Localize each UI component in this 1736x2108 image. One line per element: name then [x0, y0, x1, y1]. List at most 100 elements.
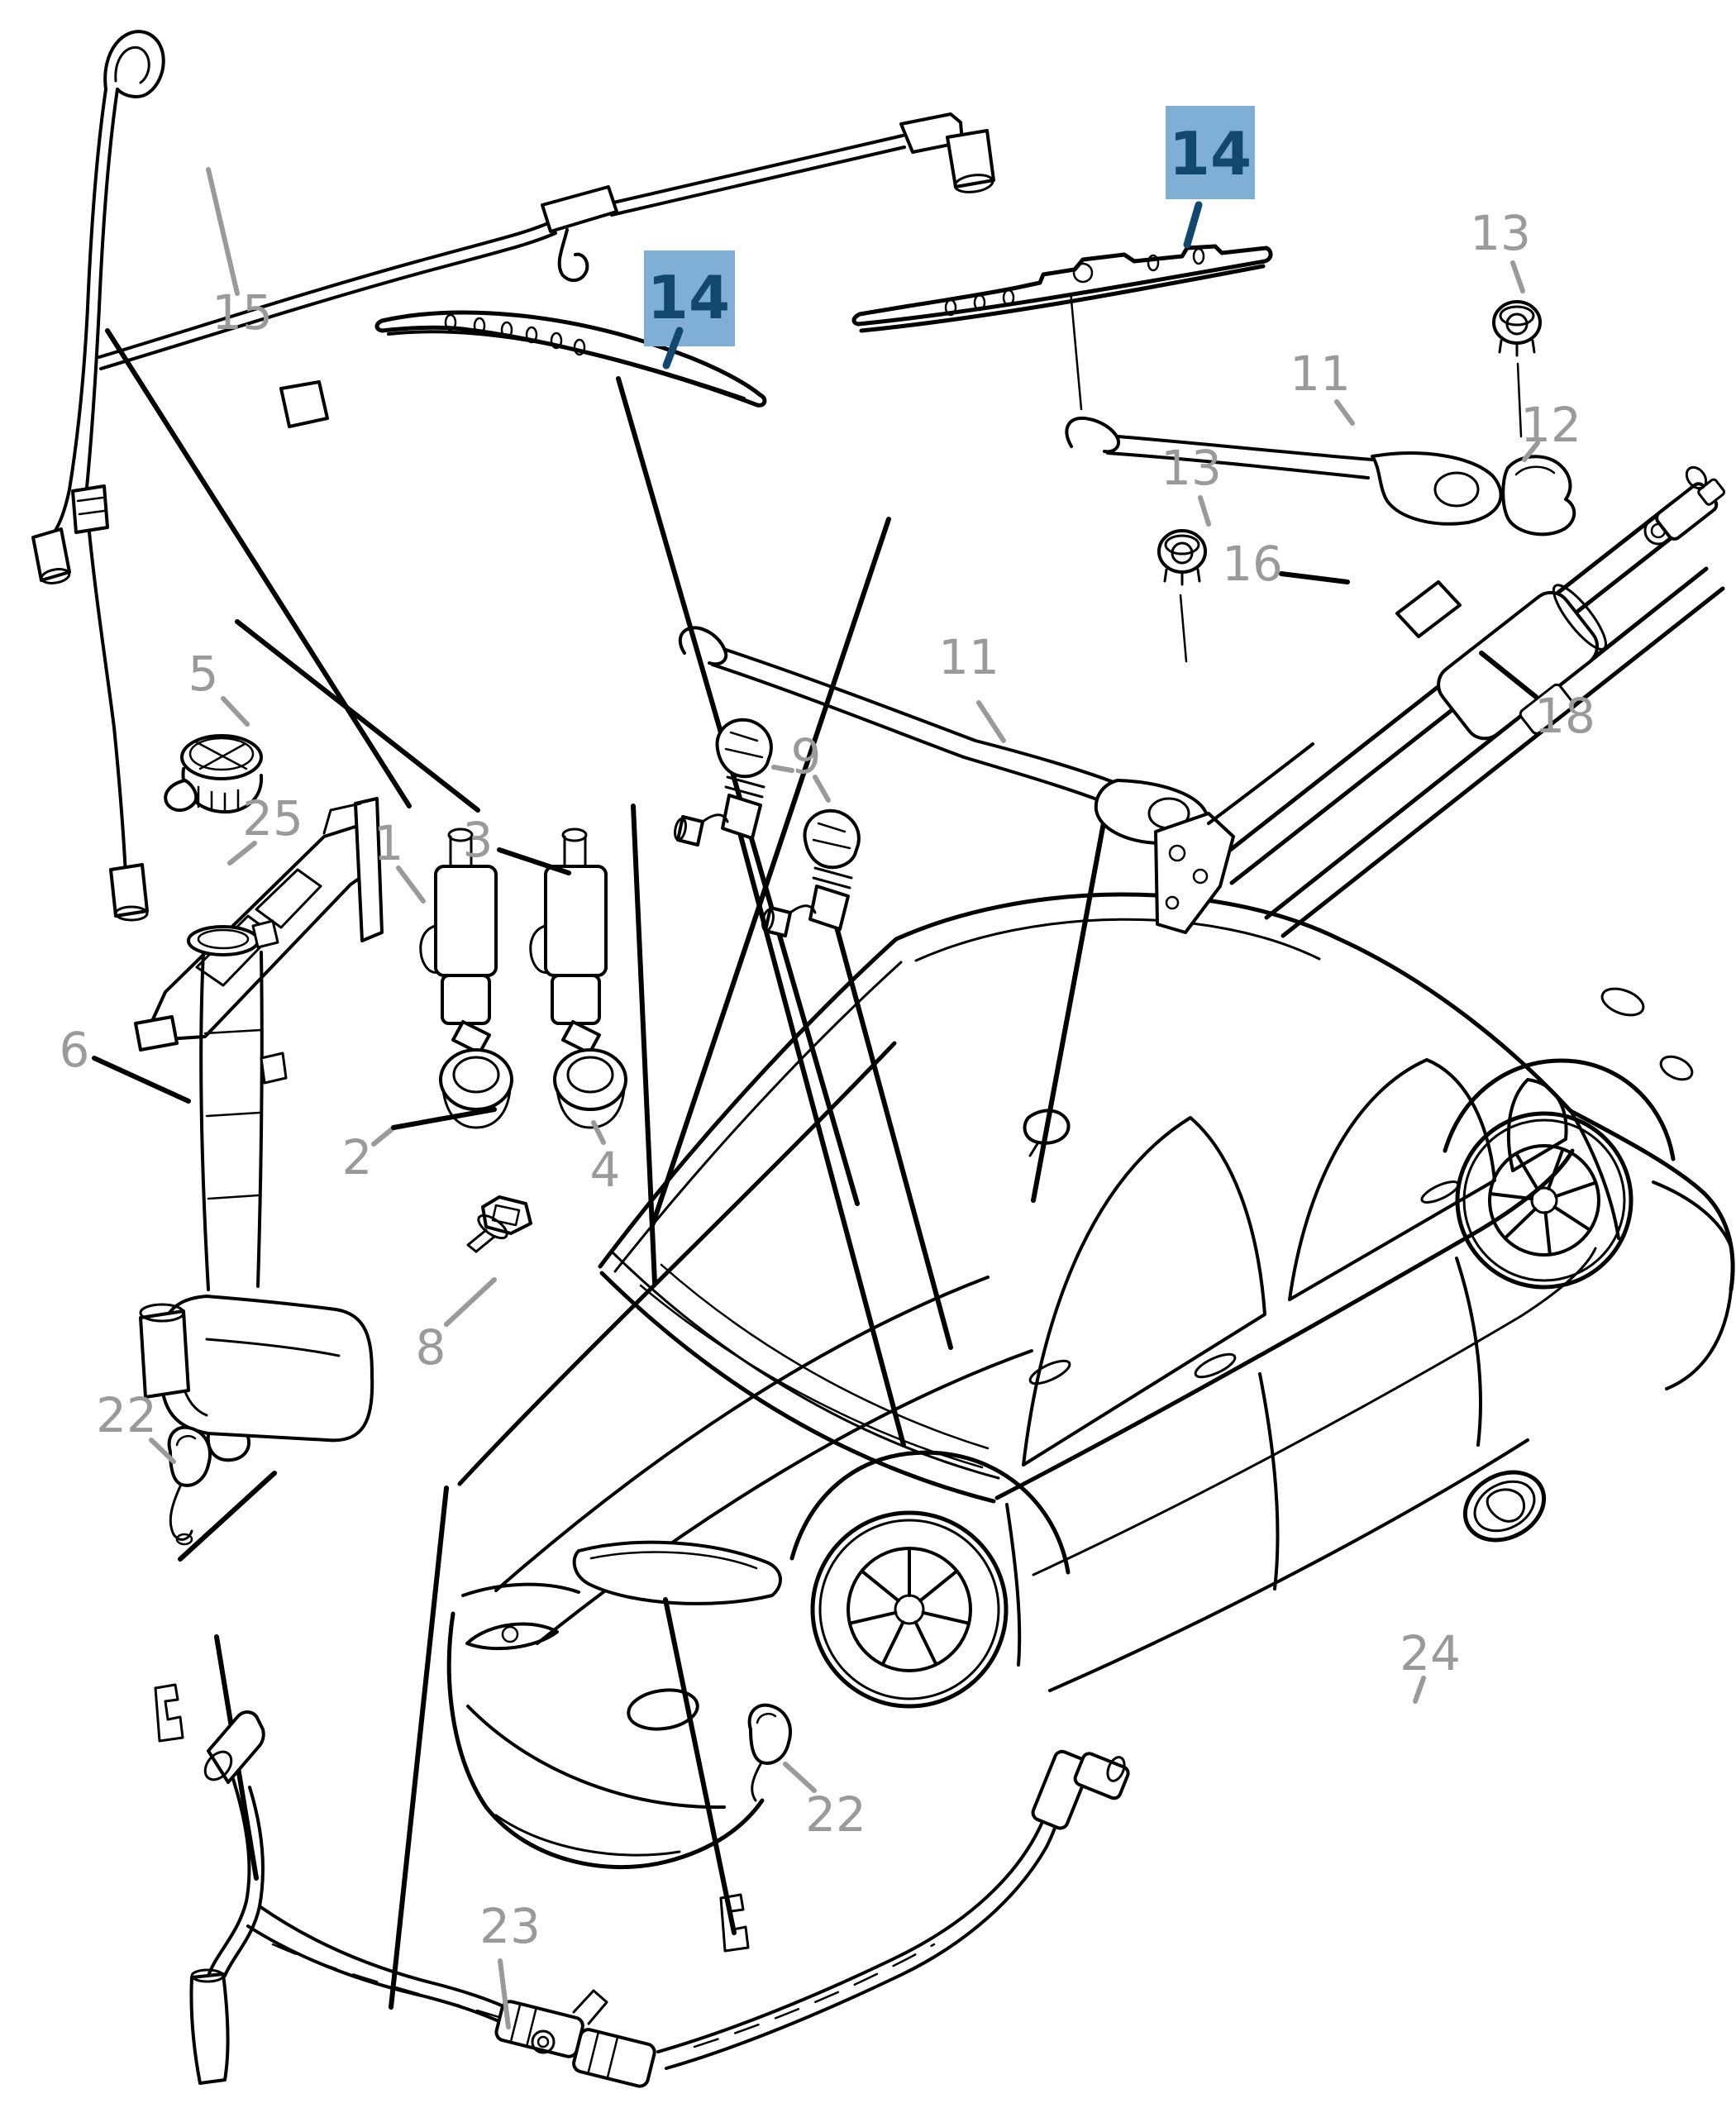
- callout-leader-line: [221, 696, 250, 727]
- alignment-lines: [1069, 289, 1523, 663]
- callout-3-13[interactable]: 3: [463, 812, 571, 875]
- callout-24-22[interactable]: 24: [1400, 1625, 1461, 1704]
- callout-leader-line: [497, 847, 571, 875]
- part-number-label[interactable]: 11: [1290, 346, 1351, 402]
- nozzle-cap-22-left: [167, 1425, 212, 1546]
- callout-22-19[interactable]: 22: [96, 1387, 176, 1464]
- part-number-label[interactable]: 15: [212, 284, 273, 341]
- callout-14-2[interactable]: 14: [1166, 106, 1255, 249]
- callout-leader-line: [662, 327, 684, 370]
- part-number-label[interactable]: 22: [96, 1387, 157, 1443]
- callout-18-8[interactable]: 18: [1479, 651, 1595, 744]
- callout-14-1[interactable]: 14: [644, 250, 735, 370]
- callout-12-5[interactable]: 12: [1520, 397, 1581, 462]
- vehicle-body: [446, 892, 1735, 1870]
- part-number-label[interactable]: 25: [242, 790, 303, 847]
- callout-leader-line: [1479, 651, 1538, 699]
- callout-13-6[interactable]: 13: [1161, 440, 1222, 527]
- callout-9-14[interactable]: 9: [771, 728, 831, 803]
- hose-clip-scrap: [279, 380, 329, 428]
- part-number-label[interactable]: 4: [590, 1142, 621, 1198]
- callout-16-7[interactable]: 16: [1222, 536, 1350, 592]
- callout-leader-line: [1279, 571, 1350, 584]
- pump-grommet-4: [553, 1048, 627, 1129]
- part-number-label[interactable]: 11: [938, 629, 999, 685]
- wiper-motor-18: [1437, 584, 1607, 741]
- pump-grommet-2: [439, 1048, 513, 1129]
- callout-leader-line: [498, 1958, 511, 2029]
- part-number-label[interactable]: 6: [60, 1022, 90, 1078]
- callout-leader-line: [149, 1438, 176, 1464]
- part-number-label[interactable]: 3: [463, 812, 494, 868]
- callout-leader-line: [1522, 441, 1540, 462]
- part-number-label[interactable]: 14: [647, 263, 730, 332]
- callout-leader-line: [813, 775, 831, 803]
- callout-1-12[interactable]: 1: [374, 815, 426, 904]
- washer-nozzle-9-b: [761, 808, 861, 937]
- callout-leader-line: [1183, 201, 1203, 249]
- callout-leader-line: [227, 841, 257, 866]
- callout-highlight-box[interactable]: [1166, 106, 1255, 199]
- washer-nozzle-9-a: [674, 718, 773, 847]
- part-number-label[interactable]: 14: [1169, 119, 1252, 188]
- rear-wheel: [1455, 1111, 1633, 1290]
- callout-highlight-box[interactable]: [644, 250, 735, 346]
- part-number-label[interactable]: 1: [374, 815, 404, 871]
- part-number-label[interactable]: 18: [1534, 688, 1595, 744]
- callout-2-16[interactable]: 2: [342, 1107, 497, 1185]
- callout-leader-line: [444, 1277, 497, 1327]
- headlamp: [572, 1540, 782, 1605]
- callout-leader-line: [206, 167, 240, 296]
- part-number-label[interactable]: 8: [416, 1319, 446, 1376]
- grille-emblem: [461, 1582, 580, 1651]
- part-number-label[interactable]: 12: [1520, 397, 1581, 453]
- callout-leader-line: [92, 1056, 191, 1104]
- callout-leader-line: [371, 1127, 394, 1147]
- callout-11-9[interactable]: 11: [938, 629, 1006, 743]
- callout-leader-line: [1413, 1676, 1426, 1704]
- callout-5-10[interactable]: 5: [188, 646, 250, 727]
- part-number-label[interactable]: 9: [791, 728, 822, 785]
- callout-8-18[interactable]: 8: [416, 1277, 497, 1376]
- callout-leader-line: [1334, 399, 1355, 426]
- callout-leader-line: [976, 700, 1006, 743]
- mounting-screw-8: [466, 1195, 532, 1253]
- callout-22-20[interactable]: 22: [783, 1762, 866, 1843]
- filler-cap-5: [164, 734, 264, 814]
- pointer-lines: [105, 328, 1107, 2010]
- part-number-label[interactable]: 24: [1400, 1625, 1461, 1681]
- washer-hose-23: [189, 1710, 1130, 2088]
- callout-leader-line: [783, 1762, 817, 1793]
- front-wheel: [810, 1510, 1009, 1709]
- part-number-label[interactable]: 22: [805, 1786, 866, 1843]
- callout-23-21[interactable]: 23: [479, 1898, 541, 2029]
- callout-leader-line: [771, 765, 794, 773]
- callout-13-3[interactable]: 13: [1470, 205, 1531, 293]
- callout-leader-line: [1198, 495, 1211, 527]
- wiper-blade-14-right: [851, 244, 1273, 333]
- washer-reservoir-6: [139, 919, 374, 1462]
- callout-15-0[interactable]: 15: [206, 167, 273, 341]
- pivot-nut-13-bottom: [1157, 529, 1207, 586]
- wiper-blade-14-left: [374, 310, 767, 408]
- callout-6-15[interactable]: 6: [60, 1022, 191, 1104]
- part-number-label[interactable]: 16: [1222, 536, 1283, 592]
- callout-25-11[interactable]: 25: [227, 790, 303, 866]
- washer-hose-15: [31, 30, 995, 922]
- retainer-clip-left: [154, 1683, 184, 1743]
- wiper-linkage-16: [1154, 465, 1726, 938]
- part-number-label[interactable]: 2: [342, 1129, 373, 1185]
- callout-4-17[interactable]: 4: [590, 1120, 621, 1198]
- body-grommet-24: [1462, 1470, 1547, 1543]
- retainer-clip-right: [719, 1893, 750, 1953]
- callout-leader-line: [1510, 260, 1525, 293]
- part-number-label[interactable]: 13: [1470, 205, 1531, 261]
- part-number-label[interactable]: 13: [1161, 440, 1222, 496]
- callout-11-4[interactable]: 11: [1290, 346, 1355, 426]
- part-number-label[interactable]: 5: [188, 646, 219, 702]
- callout-leader-line: [391, 1107, 497, 1130]
- washer-pump-3: [529, 827, 608, 1055]
- part-number-label[interactable]: 23: [479, 1898, 541, 1954]
